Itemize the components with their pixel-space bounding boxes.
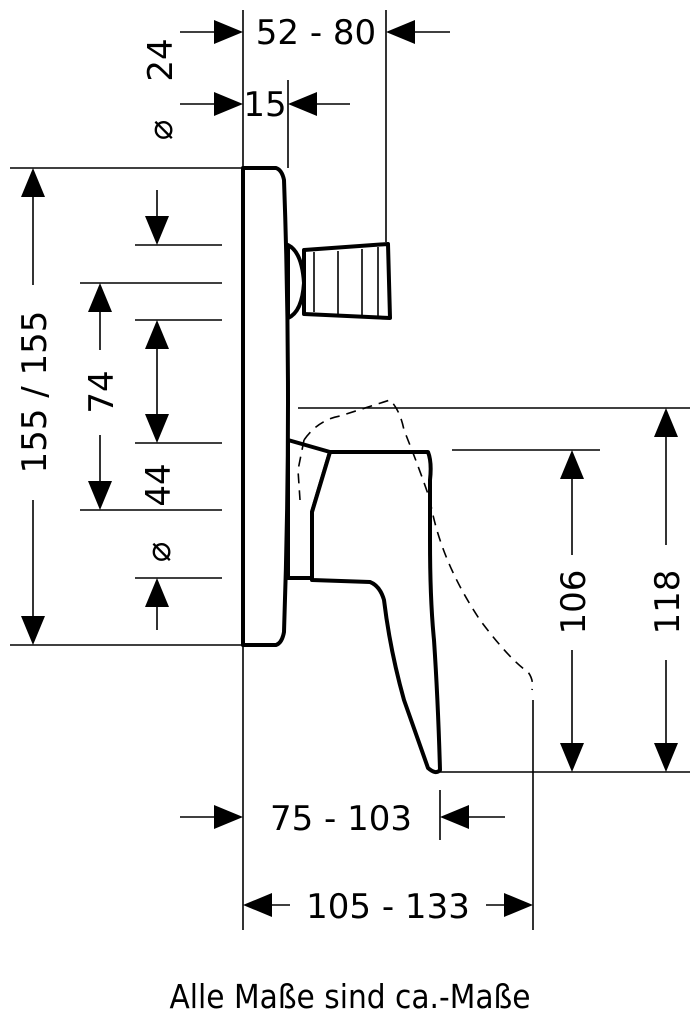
dim-44-symbol: ⌀: [139, 542, 179, 562]
dim-74: 74: [82, 370, 122, 413]
lever-open-position: [303, 399, 534, 691]
dim-118: 118: [648, 570, 688, 635]
dim-105-133: 105 - 133: [306, 887, 470, 927]
dimension-labels: 52 - 80 15 ⌀ 24 155 / 155 74 ⌀ 44 106 11…: [15, 13, 688, 927]
dim-75-103: 75 - 103: [270, 799, 412, 839]
diverter-collar: [286, 243, 306, 320]
dim-44-value: 44: [139, 463, 179, 506]
wall-plate: [241, 166, 290, 647]
dim-24-symbol: ⌀: [141, 120, 181, 140]
dim-24-value: 24: [141, 38, 181, 81]
caption: Alle Maße sind ca.-Maße: [170, 977, 531, 1016]
mixer-outline: [241, 166, 534, 775]
dim-15: 15: [243, 85, 286, 125]
dim-155: 155 / 155: [15, 311, 55, 474]
lever-handle: [310, 450, 442, 775]
dim-106: 106: [554, 570, 594, 635]
diverter-knob: [302, 242, 392, 320]
arrowheads: [21, 20, 678, 917]
dim-52-80: 52 - 80: [256, 13, 376, 53]
dimension-lines: [32, 31, 667, 906]
